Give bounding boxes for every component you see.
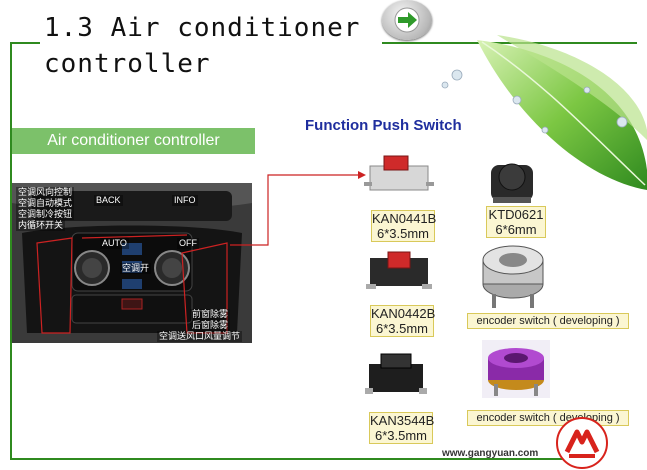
callout-rear-defog: 后窗除雾	[190, 320, 231, 331]
switch-kan0441b-image	[364, 155, 434, 191]
controller-photo: AUTO BACK INFO OFF 空调风向控制 空调自动模式 空调制冷按钮 …	[12, 183, 252, 343]
connector-line	[230, 171, 366, 246]
product-3-size: 6*3.5mm	[375, 321, 429, 336]
product-4-label: encoder switch ( developing )	[467, 313, 629, 329]
encoder-switch-metal-image	[482, 245, 544, 308]
product-6-label: encoder switch ( developing )	[467, 410, 629, 426]
callout-fan-speed: 空调送风口风量调节	[157, 331, 243, 342]
product-5-label: KAN3544B 6*3.5mm	[369, 412, 435, 444]
product-5-model: KAN3544B	[370, 413, 435, 428]
frame-line-bottom	[10, 458, 565, 460]
section-heading: Function Push Switch	[305, 117, 462, 134]
encoder-switch-render-image	[482, 340, 550, 398]
dashboard-illustration	[12, 183, 252, 343]
slide-title: 1.3 Air conditioner controller	[44, 13, 361, 79]
frame-line-top-left	[10, 42, 40, 44]
frame-line-left	[10, 42, 12, 460]
callout-cooling: 空调制冷按钮	[16, 209, 75, 220]
button-label-back: BACK	[94, 195, 123, 206]
callout-recirculation: 内循环开关	[16, 220, 66, 231]
section-banner: Air conditioner controller	[12, 128, 255, 154]
frame-line-top-right	[382, 42, 637, 44]
product-1-model: KAN0441B	[372, 211, 437, 226]
product-2-label: KTD0621 6*6mm	[486, 206, 546, 238]
product-5-size: 6*3.5mm	[374, 428, 428, 443]
callout-auto-mode: 空调自动模式	[16, 198, 75, 209]
product-1-size: 6*3.5mm	[376, 226, 430, 241]
callout-wind-direction: 空调风向控制	[16, 187, 75, 198]
switch-kan3544b-image	[365, 353, 427, 394]
product-2-model: KTD0621	[488, 207, 544, 222]
footer-url: www.gangyuan.com	[442, 448, 539, 459]
product-1-label: KAN0441B 6*3.5mm	[371, 210, 437, 242]
company-logo	[556, 417, 608, 469]
button-label-auto: AUTO	[100, 238, 129, 249]
product-3-model: KAN0442B	[371, 306, 436, 321]
product-3-label: KAN0442B 6*3.5mm	[370, 305, 436, 337]
next-slide-button[interactable]	[382, 0, 432, 40]
leaf-decoration	[441, 35, 647, 190]
switch-ktd0621-image	[491, 163, 533, 203]
switch-kan0442b-image	[366, 251, 432, 289]
button-label-off: OFF	[177, 238, 199, 249]
arrow-right-icon	[394, 7, 420, 33]
product-2-size: 6*6mm	[495, 222, 537, 237]
callout-ac-on: 空调开	[120, 263, 152, 274]
button-label-info: INFO	[172, 195, 198, 206]
callout-front-defog: 前窗除雾	[190, 309, 231, 320]
